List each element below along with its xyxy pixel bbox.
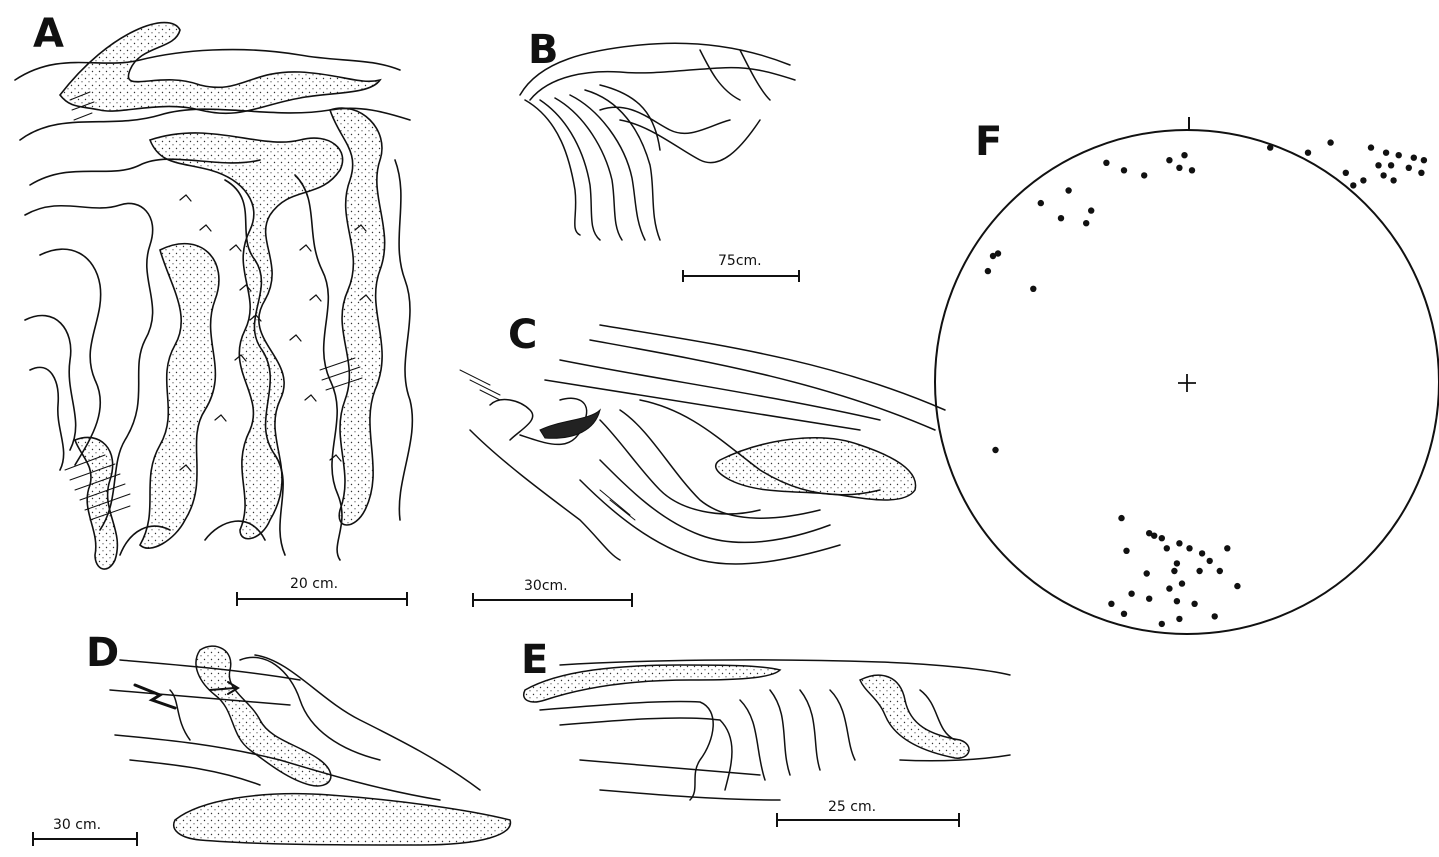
pole-point <box>1343 170 1349 176</box>
panel-b-scale-bar <box>683 270 799 282</box>
pole-point <box>1174 560 1180 566</box>
pole-point <box>1128 591 1134 597</box>
panel-d-scale-label: 30 cm. <box>53 818 101 832</box>
pole-point <box>1038 200 1044 206</box>
pole-point <box>985 268 991 274</box>
panel-e-scale-label: 25 cm. <box>828 800 876 814</box>
panel-e-scale-bar <box>777 813 959 827</box>
panel-c-scale-label: 30cm. <box>524 579 568 593</box>
panel-a-scale-label: 20 cm. <box>290 577 338 591</box>
pole-point <box>1217 568 1223 574</box>
pole-point <box>1212 613 1218 619</box>
pole-point <box>1181 152 1187 158</box>
panel-b-scale-label: 75cm. <box>718 254 762 268</box>
center-cross <box>1178 374 1196 392</box>
pole-point <box>1360 177 1366 183</box>
panel-a-fold-sketch <box>15 23 412 569</box>
pole-point <box>1418 170 1424 176</box>
pole-point <box>1030 286 1036 292</box>
pole-point <box>1144 570 1150 576</box>
pole-point <box>1196 568 1202 574</box>
stereonet-pole-points <box>985 139 1427 627</box>
pole-point <box>1199 550 1205 556</box>
pole-point <box>1083 220 1089 226</box>
pole-point <box>1380 172 1386 178</box>
pole-point <box>1103 160 1109 166</box>
panel-f-stereonet <box>935 117 1439 634</box>
pole-point <box>995 250 1001 256</box>
pole-point <box>1186 545 1192 551</box>
pole-point <box>1176 165 1182 171</box>
panel-a-scale-bar <box>237 592 407 606</box>
panel-b-fold-sketch <box>520 43 795 240</box>
panel-e-fold-sketch <box>524 660 1010 800</box>
pole-point <box>1146 596 1152 602</box>
pole-point <box>1151 533 1157 539</box>
pole-point <box>1421 157 1427 163</box>
pole-point <box>1118 515 1124 521</box>
pole-point <box>1388 162 1394 168</box>
pole-point <box>1411 155 1417 161</box>
pole-point <box>1108 601 1114 607</box>
pole-point <box>1164 545 1170 551</box>
pole-point <box>992 447 998 453</box>
pole-point <box>1224 545 1230 551</box>
pole-point <box>1390 177 1396 183</box>
panel-label-a: A <box>33 14 64 54</box>
panel-label-d: D <box>86 633 119 673</box>
pole-point <box>1234 583 1240 589</box>
pole-point <box>1174 598 1180 604</box>
pole-point <box>1191 601 1197 607</box>
pole-point <box>1159 535 1165 541</box>
pole-point <box>1058 215 1064 221</box>
panel-label-c: C <box>508 315 537 355</box>
pole-point <box>1189 167 1195 173</box>
panel-label-e: E <box>521 640 548 680</box>
pole-point <box>1121 167 1127 173</box>
pole-point <box>1159 621 1165 627</box>
pole-point <box>1166 585 1172 591</box>
pole-point <box>1305 150 1311 156</box>
pole-point <box>1176 540 1182 546</box>
pole-point <box>1267 144 1273 150</box>
pole-point <box>1123 548 1129 554</box>
pole-point <box>1368 144 1374 150</box>
pole-point <box>1375 162 1381 168</box>
pole-point <box>1065 187 1071 193</box>
pole-point <box>1383 150 1389 156</box>
pole-point <box>1350 182 1356 188</box>
pole-point <box>1207 558 1213 564</box>
pole-point <box>1406 165 1412 171</box>
panel-label-f: F <box>975 122 1002 162</box>
panel-c-scale-bar <box>473 593 632 607</box>
pole-point <box>1179 580 1185 586</box>
panel-d-scale-bar <box>33 832 137 846</box>
pole-point <box>1166 157 1172 163</box>
pole-point <box>1088 207 1094 213</box>
pole-point <box>1141 172 1147 178</box>
pole-point <box>1176 616 1182 622</box>
panel-label-b: B <box>528 30 559 70</box>
pole-point <box>1171 568 1177 574</box>
panel-c-fold-sketch <box>460 325 945 564</box>
pole-point <box>1327 139 1333 145</box>
pole-point <box>1396 152 1402 158</box>
pole-point <box>1121 611 1127 617</box>
panel-d-fold-sketch <box>110 646 510 845</box>
